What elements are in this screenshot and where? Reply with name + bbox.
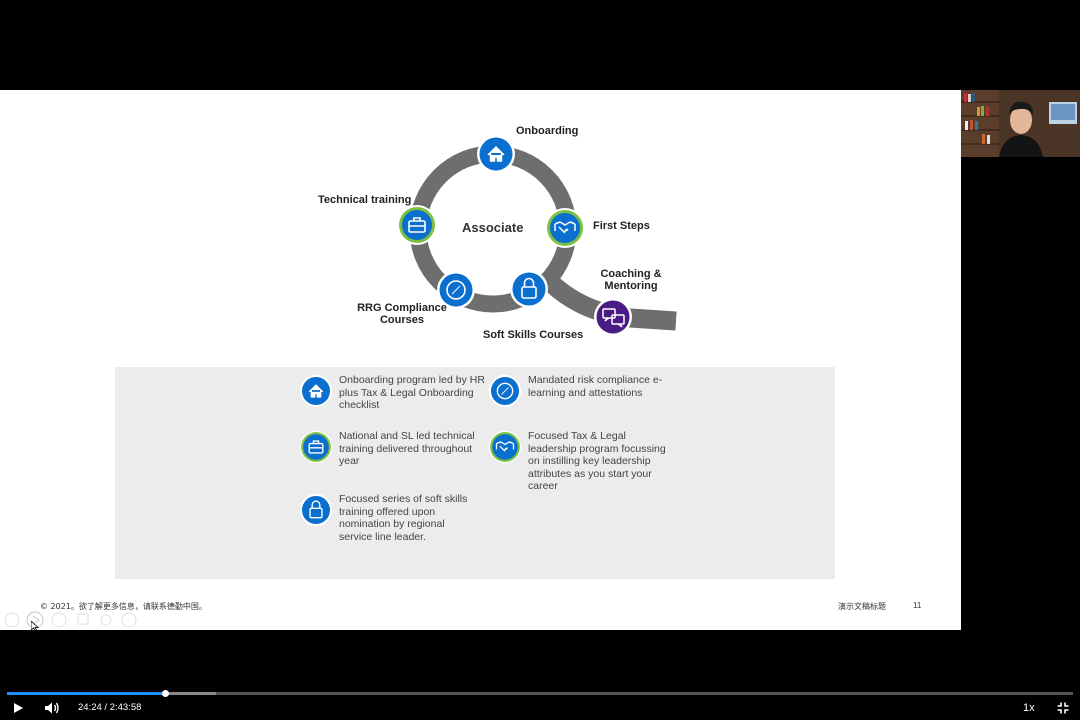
- footer-copyright: © 2021。欲了解更多信息，请联系德勤中国。: [40, 602, 207, 611]
- onboarding-node: [477, 135, 515, 173]
- onboarding-label: Onboarding: [516, 125, 579, 137]
- legend-item-leadership: Focused Tax & Legal leadership program f…: [488, 430, 668, 493]
- legend-text: Focused series of soft skills training o…: [339, 493, 468, 543]
- first-steps-node: [545, 208, 585, 248]
- progress-track[interactable]: [7, 692, 1073, 695]
- time-display: 24:24 / 2:43:58: [78, 702, 142, 713]
- footer-deck-title: 演示文稿标题: [838, 602, 886, 611]
- legend-item-compliance: Mandated risk compliance e-learning and …: [488, 374, 668, 408]
- first-steps-label: First Steps: [593, 220, 650, 232]
- legend-text: Onboarding program led by HR plus Tax & …: [339, 374, 485, 411]
- legend-text: National and SL led technical training d…: [339, 430, 475, 467]
- slide-page-number: 11: [913, 601, 922, 610]
- technical-training-label: Technical training: [318, 194, 412, 206]
- exit-fullscreen-icon[interactable]: [1057, 702, 1069, 714]
- center-label: Associate: [462, 220, 524, 235]
- coaching-label: Coaching & Mentoring: [600, 268, 662, 292]
- legend-item-onboarding: Onboarding program led by HR plus Tax & …: [299, 374, 489, 412]
- progress-scrubber-handle[interactable]: [162, 690, 170, 697]
- progress-played: [7, 692, 166, 695]
- rrg-compliance-label: RRG Compliance Courses: [357, 302, 447, 326]
- rrg-compliance-node: [437, 271, 475, 309]
- handshake-icon: [488, 430, 522, 464]
- coaching-node: [594, 298, 632, 336]
- technical-training-node: [397, 205, 437, 245]
- legend-item-soft-skills: Focused series of soft skills training o…: [299, 493, 474, 543]
- briefcase-icon: [299, 430, 333, 464]
- presentation-slide: Associate Onboarding Technical training …: [0, 90, 961, 630]
- legend-panel: [115, 367, 835, 579]
- lock-icon: [299, 493, 333, 527]
- play-icon[interactable]: [12, 702, 24, 714]
- mouse-cursor-icon: [31, 621, 40, 630]
- volume-icon[interactable]: [44, 701, 60, 715]
- soft-skills-label: Soft Skills Courses: [483, 329, 584, 341]
- learning-cycle-diagram: [397, 135, 677, 336]
- soft-skills-node: [510, 270, 548, 308]
- compass-icon: [488, 374, 522, 408]
- slideshow-nav-overlay[interactable]: [2, 610, 152, 630]
- legend-item-technical: National and SL led technical training d…: [299, 430, 479, 468]
- presenter-video: [961, 90, 1080, 157]
- legend-text: Focused Tax & Legal leadership program f…: [528, 430, 666, 492]
- house-icon: [299, 374, 333, 408]
- legend-text: Mandated risk compliance e-learning and …: [528, 374, 663, 399]
- playback-speed-button[interactable]: 1x: [1023, 702, 1035, 714]
